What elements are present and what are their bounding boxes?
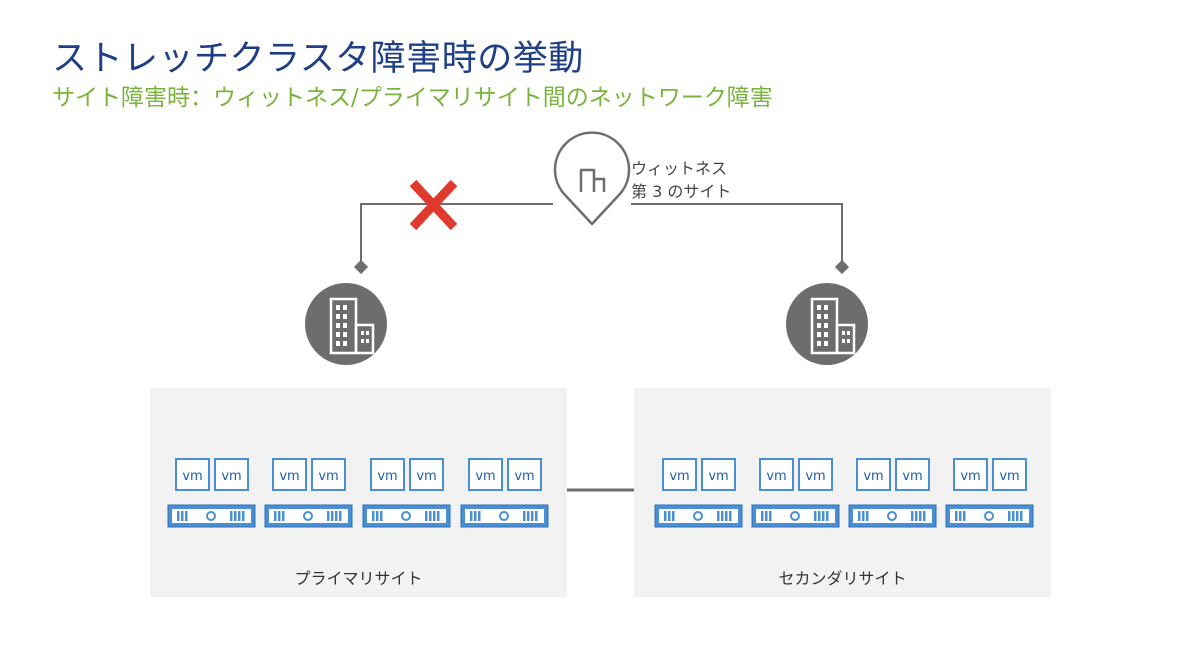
vm-box: vm [214,458,249,491]
vm-label: vm [766,469,786,484]
vm-box: vm [701,458,736,491]
vm-label: vm [279,469,299,484]
vm-box: vm [953,458,988,491]
primary-link-endpoint [353,259,369,275]
vm-box: vm [507,458,542,491]
vm-label: vm [377,469,397,484]
server-icon [945,504,1034,528]
server-icon [654,504,743,528]
vm-box: vm [992,458,1027,491]
primary-site-panel: プライマリサイト [150,388,567,597]
vm-box: vm [759,458,794,491]
server-icon [362,504,451,528]
primary-site-label: プライマリサイト [294,569,423,588]
vm-label: vm [805,469,825,484]
vm-label: vm [669,469,689,484]
vm-box: vm [798,458,833,491]
server-icon [167,504,256,528]
vm-box: vm [662,458,697,491]
vm-label: vm [416,469,436,484]
vm-label: vm [999,469,1019,484]
vm-label: vm [960,469,980,484]
host-group: vm vm [654,458,743,528]
host-group: vm vm [362,458,451,528]
witness-primary-link [360,203,553,267]
witness-label-line2: 第 3 のサイト [631,182,732,201]
secondary-site-label: セカンダリサイト [778,569,907,588]
location-pin-icon [553,131,631,226]
host-group: vm vm [751,458,840,528]
vm-label: vm [863,469,883,484]
witness-label-line1: ウィットネス [631,159,728,178]
page-subtitle: サイト障害時：ウィットネス/プライマリサイト間のネットワーク障害 [52,85,773,111]
vm-box: vm [272,458,307,491]
vm-box: vm [409,458,444,491]
vm-box: vm [175,458,210,491]
vm-box: vm [370,458,405,491]
vm-box: vm [311,458,346,491]
vm-label: vm [475,469,495,484]
secondary-link-endpoint [834,259,850,275]
vm-label: vm [902,469,922,484]
x-mark-icon [409,179,458,231]
office-building-icon [305,283,387,365]
vm-box: vm [895,458,930,491]
host-group: vm vm [460,458,549,528]
secondary-site-panel: セカンダリサイト [634,388,1051,597]
vm-label: vm [182,469,202,484]
hosts-layer: vm vm vm vm vm vm vm vm vm vm vm vm vm vm vm vm [167,458,1034,528]
vm-label: vm [221,469,241,484]
host-group: vm vm [945,458,1034,528]
vm-label: vm [318,469,338,484]
office-building-icon [786,283,868,365]
host-group: vm vm [848,458,937,528]
server-icon [264,504,353,528]
vm-box: vm [468,458,503,491]
server-icon [460,504,549,528]
server-icon [848,504,937,528]
host-group: vm vm [264,458,353,528]
vm-box: vm [856,458,891,491]
host-group: vm vm [167,458,256,528]
server-icon [751,504,840,528]
witness-secondary-link [631,203,843,267]
vm-label: vm [514,469,534,484]
vm-label: vm [708,469,728,484]
page-title: ストレッチクラスタ障害時の挙動 [52,39,584,79]
